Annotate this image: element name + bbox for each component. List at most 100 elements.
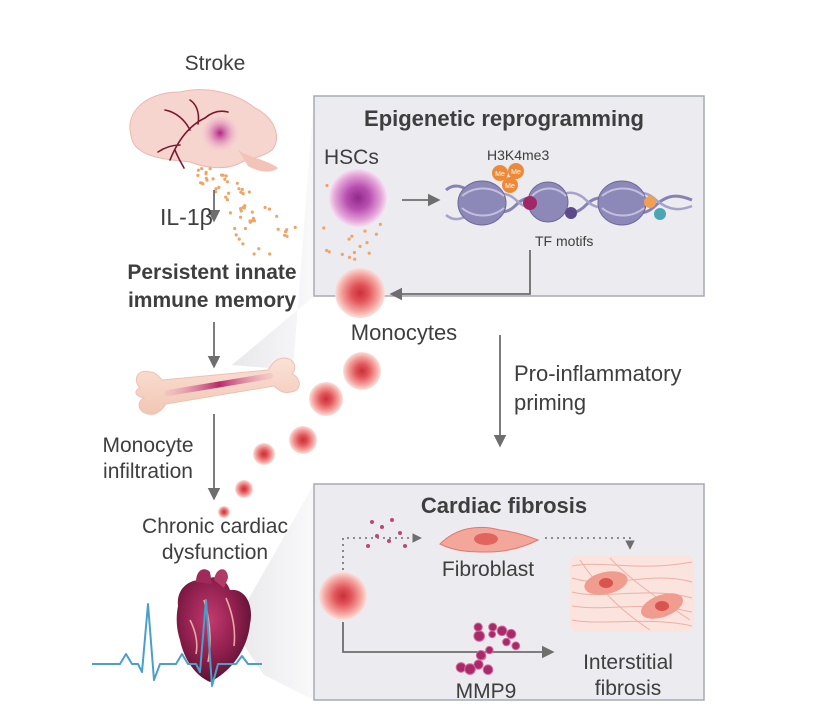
- il1b-dot: [378, 222, 382, 226]
- mmp9-particles: [455, 622, 521, 676]
- stroke-label: Stroke: [185, 52, 246, 75]
- il1b-dot: [325, 183, 329, 188]
- hsc-cell: [329, 169, 387, 227]
- mmp9-particle: [475, 650, 487, 661]
- il1b-dot: [358, 244, 362, 248]
- il1b-dot: [340, 252, 344, 256]
- il1b-dot: [363, 229, 367, 233]
- il1b-dot: [214, 187, 218, 191]
- il1b-dot: [251, 216, 256, 220]
- dysfunction-label-line1: Chronic cardiac: [142, 515, 288, 538]
- mmp9-particle: [496, 625, 508, 637]
- mmp9-particle: [511, 641, 521, 651]
- mmp9-particle: [473, 659, 484, 670]
- il1b-dot: [263, 205, 267, 210]
- heart-zoom-cone: [232, 484, 314, 700]
- il1b-dot: [225, 180, 230, 184]
- monocyte: [253, 443, 275, 465]
- il1b-dot: [325, 248, 329, 253]
- il1b-dot: [327, 250, 331, 254]
- il1b-dot: [275, 214, 279, 218]
- il1b-dot: [347, 237, 351, 241]
- il1b-dot: [200, 167, 204, 171]
- priming-label-line1: Pro-inflammatory: [514, 361, 681, 386]
- mmp9-particle: [485, 645, 494, 655]
- methyl-label-1: Me: [495, 171, 505, 178]
- memory-label-line2: immune memory: [128, 289, 296, 312]
- il1b-dot: [223, 177, 227, 181]
- dotted-arrow-to-fibroblast: [342, 533, 422, 570]
- il1b-dot: [234, 233, 238, 237]
- methyl-label-3: Me: [505, 183, 515, 190]
- cytokine-dots: [366, 518, 407, 548]
- il1b-dot: [257, 247, 261, 251]
- monocyte: [218, 506, 230, 518]
- mmp9-particle: [482, 664, 494, 676]
- il1b-dot: [353, 257, 357, 261]
- methyl-groups: Me Me Me: [492, 163, 524, 193]
- il1b-dot: [221, 173, 225, 177]
- il1b-dot: [374, 232, 378, 236]
- il1b-dot: [252, 219, 256, 223]
- il1b-dot: [196, 168, 200, 172]
- il1b-dot: [240, 187, 244, 192]
- il1b-dot: [267, 207, 272, 211]
- heart-illustration: [176, 569, 252, 682]
- il1b-dot: [224, 195, 228, 199]
- fibrotic-tissue: [570, 556, 694, 632]
- il1b-dot: [268, 252, 272, 256]
- il1b-dot: [233, 226, 237, 231]
- mmp9-particle: [506, 628, 517, 640]
- il1b-dot: [241, 205, 245, 209]
- dotted-arrow-to-tissue: [545, 537, 635, 550]
- mmp9-particle: [473, 622, 483, 632]
- il1b-dot: [211, 177, 215, 181]
- il1b-dot: [285, 234, 289, 238]
- il1b-dot: [217, 185, 221, 189]
- dna-nucleosomes: [445, 180, 693, 226]
- il1b-dot: [352, 250, 356, 255]
- bone-illustration: [135, 357, 300, 415]
- mmp9-particle: [488, 630, 497, 639]
- mmp9-particle: [488, 622, 498, 632]
- infiltration-label-line2: infiltration: [103, 460, 193, 483]
- fibrosis-panel-title: Cardiac fibrosis: [421, 493, 587, 518]
- mmp9-label: MMP9: [456, 680, 517, 703]
- mmp9-particle: [455, 662, 467, 673]
- mmp9-particle: [473, 630, 486, 642]
- il1b-dot: [237, 237, 241, 241]
- il1b-dot: [250, 210, 254, 214]
- il1b-dot: [284, 230, 288, 234]
- tf-motifs-label: TF motifs: [535, 233, 593, 249]
- monocyte-large: [335, 268, 385, 318]
- memory-label-line1: Persistent innate: [127, 261, 296, 284]
- il1b-dot: [322, 226, 326, 230]
- il1b-dot: [224, 174, 228, 178]
- il1b-dot: [350, 234, 354, 238]
- il1b-dot: [276, 227, 280, 231]
- il1b-dot: [208, 167, 212, 171]
- arrow-tf-to-monocytes: [389, 250, 531, 301]
- monocytes-label: Monocytes: [351, 320, 457, 345]
- il1b-dot: [239, 190, 243, 194]
- il1b-dot: [365, 241, 369, 245]
- fibroblast-cell: [439, 526, 540, 553]
- il1b-dot: [228, 211, 232, 215]
- hscs-label: HSCs: [324, 146, 379, 169]
- monocyte: [309, 382, 343, 416]
- il1b-dot: [367, 251, 371, 255]
- interstitial-label-line1: Interstitial: [583, 651, 673, 674]
- il1b-dot: [237, 187, 241, 191]
- il1b-dot: [250, 219, 254, 223]
- il1b-dot: [239, 209, 243, 213]
- il1b-dot: [196, 173, 200, 177]
- il1b-dot: [225, 198, 229, 202]
- il1b-dot: [235, 181, 239, 185]
- il1b-dot: [252, 252, 256, 256]
- interstitial-label-line2: fibrosis: [595, 677, 662, 700]
- fibrosis-monocyte: [319, 572, 367, 620]
- methyl-label-2: Me: [511, 169, 521, 176]
- mmp9-particle: [502, 637, 511, 647]
- monocyte: [343, 352, 381, 390]
